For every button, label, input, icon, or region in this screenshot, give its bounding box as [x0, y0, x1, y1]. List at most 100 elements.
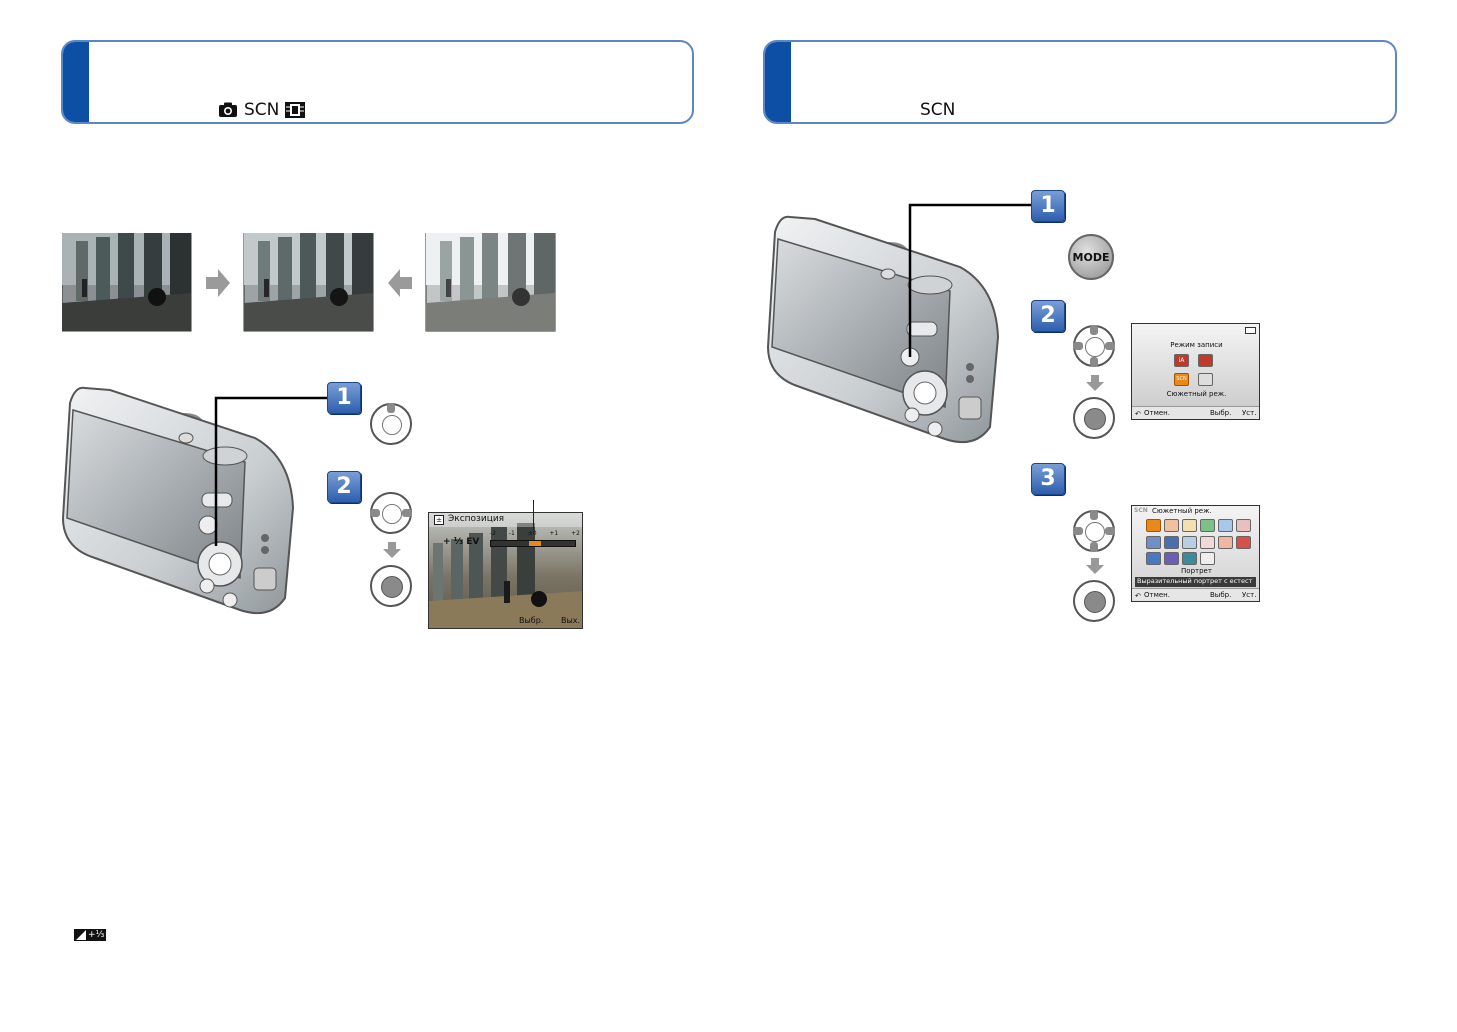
scn-mode-label: SCN — [920, 100, 956, 120]
scene-description-bar — [1135, 577, 1256, 587]
up-press-indicator — [387, 403, 395, 413]
scene-mode-title: Сюжетный реж. — [1152, 507, 1212, 515]
menu-set-button[interactable] — [370, 565, 412, 607]
step-badge-2: 2 — [327, 471, 361, 503]
photo-correct-exposure — [243, 233, 374, 332]
scene-icon[interactable] — [1182, 552, 1197, 565]
scn-mode-label: SCN — [244, 100, 280, 120]
scene-icon[interactable] — [1182, 519, 1197, 532]
set-label: Уст. — [1242, 409, 1257, 417]
scene-icon-portrait[interactable] — [1146, 519, 1161, 532]
scale-label: -1 — [508, 530, 515, 537]
scn-icon[interactable]: SCN — [1174, 373, 1189, 386]
scene-icon[interactable] — [1218, 536, 1233, 549]
scene-icon[interactable] — [1164, 519, 1179, 532]
exposure-footer-exit: Вых. — [561, 616, 581, 625]
scale-label: -2 — [490, 530, 496, 537]
scene-mode-lcd-screen: SCN Сюжетный реж. Портрет Выразительный … — [1131, 505, 1260, 602]
cancel-label: Отмен. — [1144, 591, 1170, 599]
camera-icon — [219, 102, 237, 117]
scene-icon[interactable] — [1236, 519, 1251, 532]
left-press-indicator — [370, 509, 380, 517]
down-arrow-icon — [1086, 375, 1104, 391]
scale-callout-line — [533, 500, 534, 530]
exposure-icon: ± — [434, 515, 444, 525]
scale-label: ±0 — [527, 530, 537, 537]
scene-icon[interactable] — [1182, 536, 1197, 549]
battery-icon — [1245, 327, 1256, 334]
step-badge-2: 2 — [1031, 300, 1065, 332]
control-dial-up[interactable] — [370, 403, 412, 445]
down-press-indicator — [1090, 357, 1098, 367]
movie-icon[interactable] — [1198, 373, 1213, 386]
exposure-comp-icon — [76, 930, 86, 940]
back-icon: ↶ — [1135, 592, 1141, 600]
exposure-comparison-strip — [62, 233, 556, 332]
exposure-title: Экспозиция — [448, 514, 505, 524]
camera-icon[interactable] — [1198, 354, 1213, 367]
scn-badge: SCN — [1134, 507, 1148, 514]
right-press-indicator — [402, 509, 412, 517]
mode-button[interactable]: MODE — [1068, 234, 1114, 280]
set-label: Уст. — [1242, 591, 1257, 599]
mode-button-label: MODE — [1072, 250, 1110, 264]
exposure-value: + ¹⁄₃ EV — [443, 537, 480, 547]
exposure-indicator: +¹⁄₃ — [74, 929, 107, 941]
arrow-left-icon — [388, 269, 412, 297]
scene-mode-name: Портрет — [1181, 567, 1212, 575]
step-badge-1: 1 — [327, 382, 361, 414]
scale-label: +1 — [549, 530, 559, 537]
record-mode-title: Режим записи — [1170, 341, 1223, 349]
menu-set-button[interactable] — [1073, 397, 1115, 439]
scene-description: Выразительный портрет с естест — [1137, 577, 1253, 585]
scene-icon[interactable] — [1164, 552, 1179, 565]
exposure-scale-bar — [490, 540, 576, 547]
scene-icon[interactable] — [1200, 552, 1215, 565]
select-label: Выбр. — [1210, 591, 1232, 599]
step-badge-1: 1 — [1031, 190, 1065, 222]
exposure-title-bar — [429, 513, 582, 527]
scene-icon[interactable] — [1218, 519, 1233, 532]
camera-back-illustration — [61, 386, 330, 614]
control-dial-four-way[interactable] — [1073, 325, 1115, 367]
motion-picture-icon — [285, 102, 306, 118]
select-label: Выбр. — [1210, 409, 1232, 417]
right-section-header: SCN — [763, 40, 1397, 124]
header-mode-icons: SCN — [218, 100, 306, 120]
arrow-right-icon — [206, 269, 230, 297]
scene-icon[interactable] — [1146, 552, 1161, 565]
control-dial-left-right[interactable] — [370, 492, 412, 534]
header-accent-tab — [765, 42, 791, 122]
record-mode-lcd-screen: Режим записи iA SCN Сюжетный реж. ↶ Отме… — [1131, 323, 1260, 420]
back-icon: ↶ — [1135, 410, 1141, 418]
left-section-header: SCN — [61, 40, 694, 124]
lcd-footer-bar — [1132, 406, 1259, 419]
menu-set-button[interactable] — [1073, 580, 1115, 622]
down-arrow-icon — [383, 542, 401, 558]
scale-label: +2 — [571, 530, 580, 537]
photo-underexposed — [62, 233, 192, 332]
header-mode-icons: SCN — [920, 100, 955, 120]
up-press-indicator — [1090, 325, 1098, 335]
scene-icon[interactable] — [1200, 536, 1215, 549]
right-press-indicator — [1105, 342, 1115, 350]
lcd-footer-bar — [1132, 588, 1259, 601]
left-press-indicator — [1073, 342, 1083, 350]
down-arrow-icon — [1086, 558, 1104, 574]
up-press-indicator — [1090, 510, 1098, 520]
exposure-level-marker — [529, 541, 541, 546]
exposure-indicator-value: +¹⁄₃ — [88, 930, 105, 940]
scene-icon[interactable] — [1146, 536, 1161, 549]
photo-overexposed — [425, 233, 556, 332]
lcd-scene-background — [429, 523, 582, 628]
right-press-indicator — [1105, 527, 1115, 535]
scene-icon[interactable] — [1200, 519, 1215, 532]
exposure-scale-labels: -2 -1 ±0 +1 +2 — [490, 530, 580, 537]
down-press-indicator — [1090, 542, 1098, 552]
scene-icon[interactable] — [1164, 536, 1179, 549]
ia-icon[interactable]: iA — [1174, 354, 1189, 367]
camera-back-illustration — [766, 203, 1033, 443]
scene-icon[interactable] — [1236, 536, 1251, 549]
step-badge-3: 3 — [1031, 463, 1065, 495]
control-dial-four-way[interactable] — [1073, 510, 1115, 552]
